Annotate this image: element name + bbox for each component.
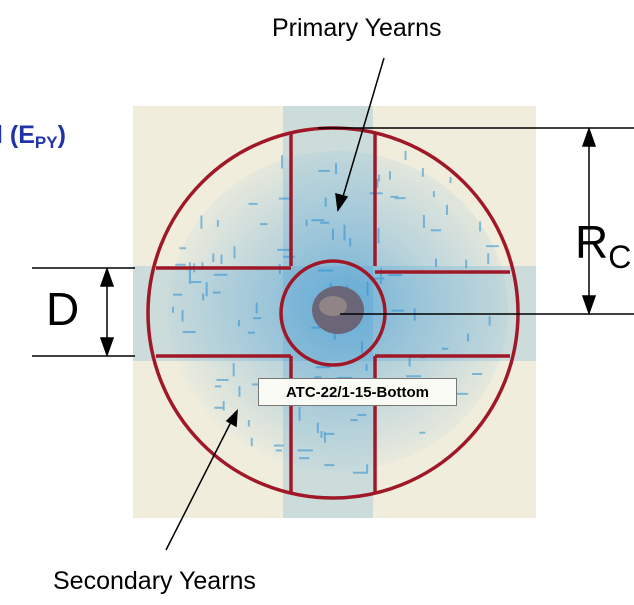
secondary-yarns-arrowhead bbox=[225, 409, 238, 428]
d-arrowhead-bottom bbox=[99, 337, 115, 358]
rc-label-main: R bbox=[575, 216, 609, 268]
title-close: ) bbox=[57, 121, 66, 149]
title-subscript: PY bbox=[34, 133, 58, 152]
primary-yarns-arrow bbox=[341, 57, 385, 201]
secondary-yarns-arrow bbox=[165, 419, 233, 551]
primary-yarns-arrowhead bbox=[335, 192, 349, 213]
rc-label-subscript: C bbox=[608, 239, 632, 275]
primary-yarns-label: Primary Yearns bbox=[272, 14, 442, 42]
partial-title: l (EPY) bbox=[0, 121, 66, 153]
d-label: D bbox=[46, 283, 80, 335]
secondary-yarns-label: Secondary Yearns bbox=[53, 567, 256, 595]
rc-label: RC bbox=[575, 215, 631, 276]
inner-circle bbox=[279, 259, 387, 367]
specimen-tag: ATC-22/1-15-Bottom bbox=[258, 378, 457, 406]
rc-arrowhead-bottom bbox=[581, 295, 597, 316]
title-main: l (E bbox=[0, 121, 35, 149]
outer-circle bbox=[146, 126, 520, 500]
rc-arrowhead-top bbox=[581, 126, 597, 147]
d-arrowhead-top bbox=[99, 266, 115, 287]
